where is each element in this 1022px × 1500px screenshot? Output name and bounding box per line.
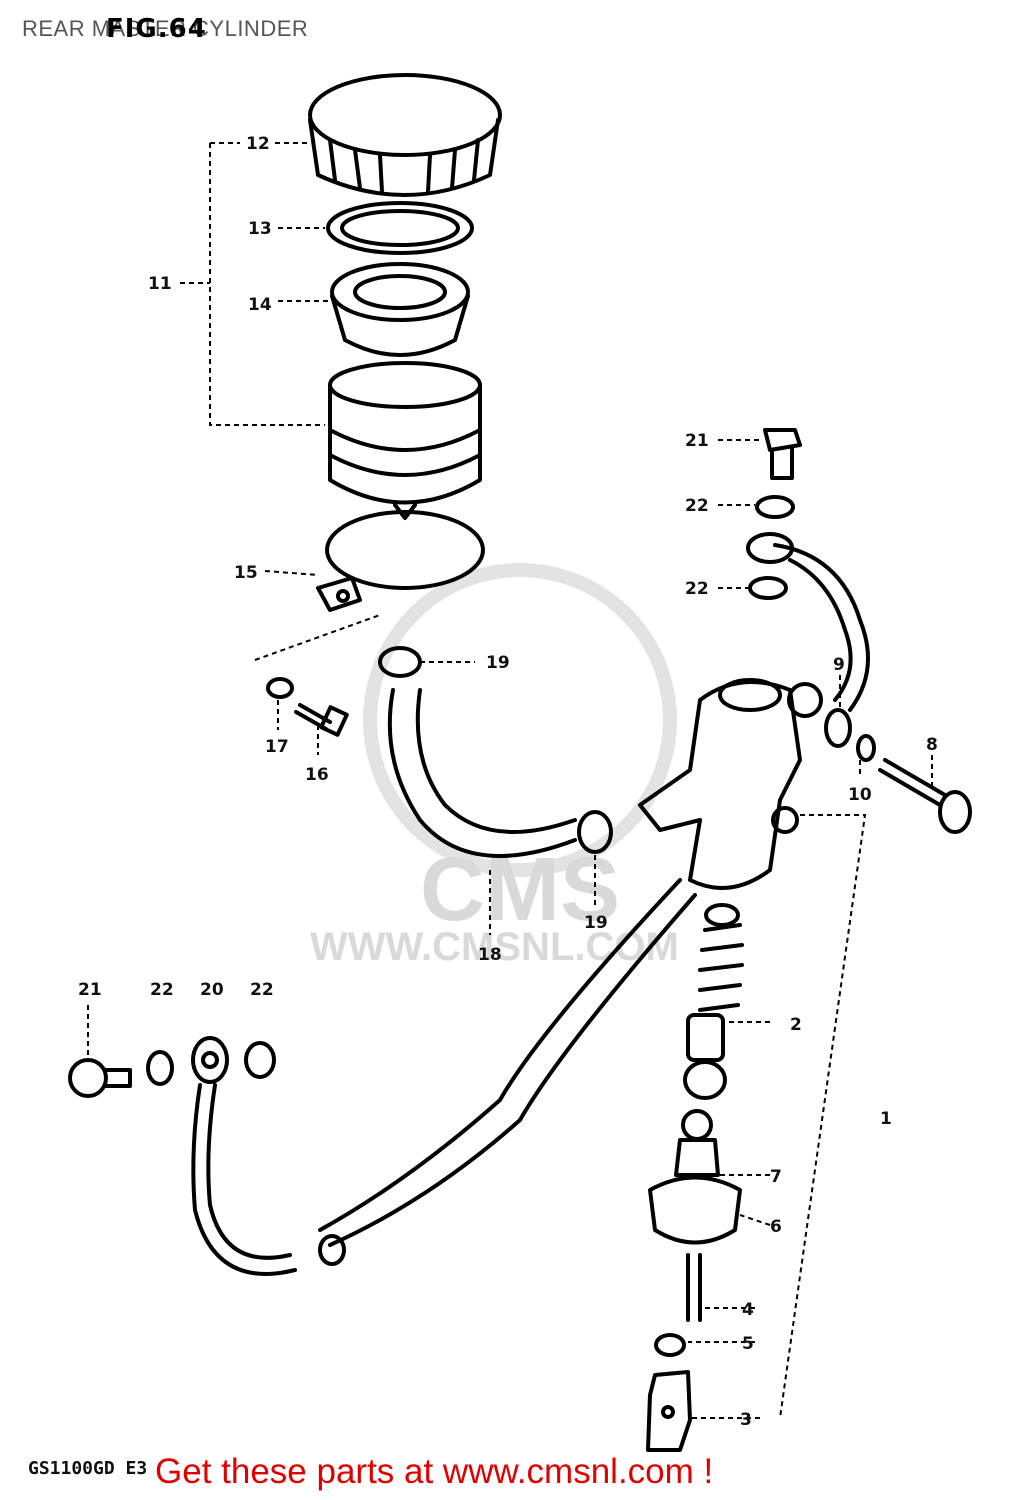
washer-22a — [755, 495, 795, 519]
watermark-brand: CMS — [420, 840, 620, 940]
callout-8: 8 — [926, 735, 938, 755]
model-code: GS1100GD E3 — [28, 1458, 148, 1479]
callout-7: 7 — [770, 1167, 782, 1187]
hose-end — [318, 1234, 346, 1266]
cmsnl-parts-link[interactable]: Get these parts at www.cmsnl.com ! — [155, 1452, 714, 1491]
callout-21-lower: 21 — [78, 980, 102, 1000]
clevis — [646, 1370, 692, 1452]
callout-17: 17 — [265, 737, 289, 757]
union-bolt-21b — [68, 1058, 132, 1098]
reservoir-seal-ring — [326, 201, 474, 255]
callout-22-d: 22 — [250, 980, 274, 1000]
return-spring — [698, 903, 744, 1012]
primary-cup — [683, 1013, 727, 1100]
callout-11: 11 — [148, 274, 172, 294]
callout-19-lower: 19 — [584, 913, 608, 933]
callout-2: 2 — [790, 1015, 802, 1035]
brake-hose-upper — [773, 543, 870, 712]
washer-10 — [856, 734, 876, 762]
callout-6: 6 — [770, 1217, 782, 1237]
banjo-fitting — [746, 532, 794, 564]
leader-lines — [87, 142, 933, 1419]
reservoir-body — [328, 361, 482, 520]
switch-hose — [191, 1083, 297, 1276]
master-cylinder-body — [638, 678, 823, 890]
brake-hose-lower — [318, 878, 697, 1247]
reservoir-cap — [308, 73, 502, 197]
callout-21-upper: 21 — [685, 431, 709, 451]
callout-3: 3 — [740, 1410, 752, 1430]
clamp-screw — [294, 703, 349, 737]
callout-14: 14 — [248, 295, 272, 315]
hose-clamp-lower — [577, 810, 613, 854]
union-bolt-21a — [763, 428, 802, 480]
callout-13: 13 — [248, 219, 272, 239]
callout-15: 15 — [234, 563, 258, 583]
callout-16: 16 — [305, 765, 329, 785]
push-rod — [686, 1253, 702, 1322]
callout-labels: 12 13 11 14 15 19 17 16 18 19 21 22 22 9… — [78, 134, 938, 1430]
callout-20: 20 — [200, 980, 224, 1000]
callout-22-b: 22 — [685, 579, 709, 599]
page-title: REAR MASTER CYLINDER — [22, 16, 309, 41]
washer-9 — [824, 708, 852, 748]
callout-22-c: 22 — [150, 980, 174, 1000]
washer-22c — [146, 1050, 174, 1086]
reservoir-hose — [387, 688, 577, 858]
callout-4: 4 — [742, 1300, 754, 1320]
figure-label: FIG.64 — [106, 14, 207, 44]
bolt-8 — [878, 758, 972, 834]
callout-19-upper: 19 — [486, 653, 510, 673]
callout-5: 5 — [742, 1334, 754, 1354]
callout-1: 1 — [880, 1109, 892, 1129]
clamp-washer — [266, 677, 294, 699]
banjo-20 — [191, 1036, 229, 1084]
diaphragm — [330, 262, 470, 357]
watermark: CMS WWW.CMSNL.COM — [310, 563, 679, 969]
callout-10: 10 — [848, 785, 872, 805]
callout-9: 9 — [833, 655, 845, 675]
reservoir-clamp — [316, 510, 485, 612]
piston-assembly — [648, 1109, 742, 1245]
callout-18: 18 — [478, 945, 502, 965]
callout-12: 12 — [246, 134, 270, 154]
callout-22-a: 22 — [685, 496, 709, 516]
washer-22b — [748, 576, 788, 600]
washer-22d — [244, 1041, 276, 1079]
locknut — [654, 1333, 686, 1357]
